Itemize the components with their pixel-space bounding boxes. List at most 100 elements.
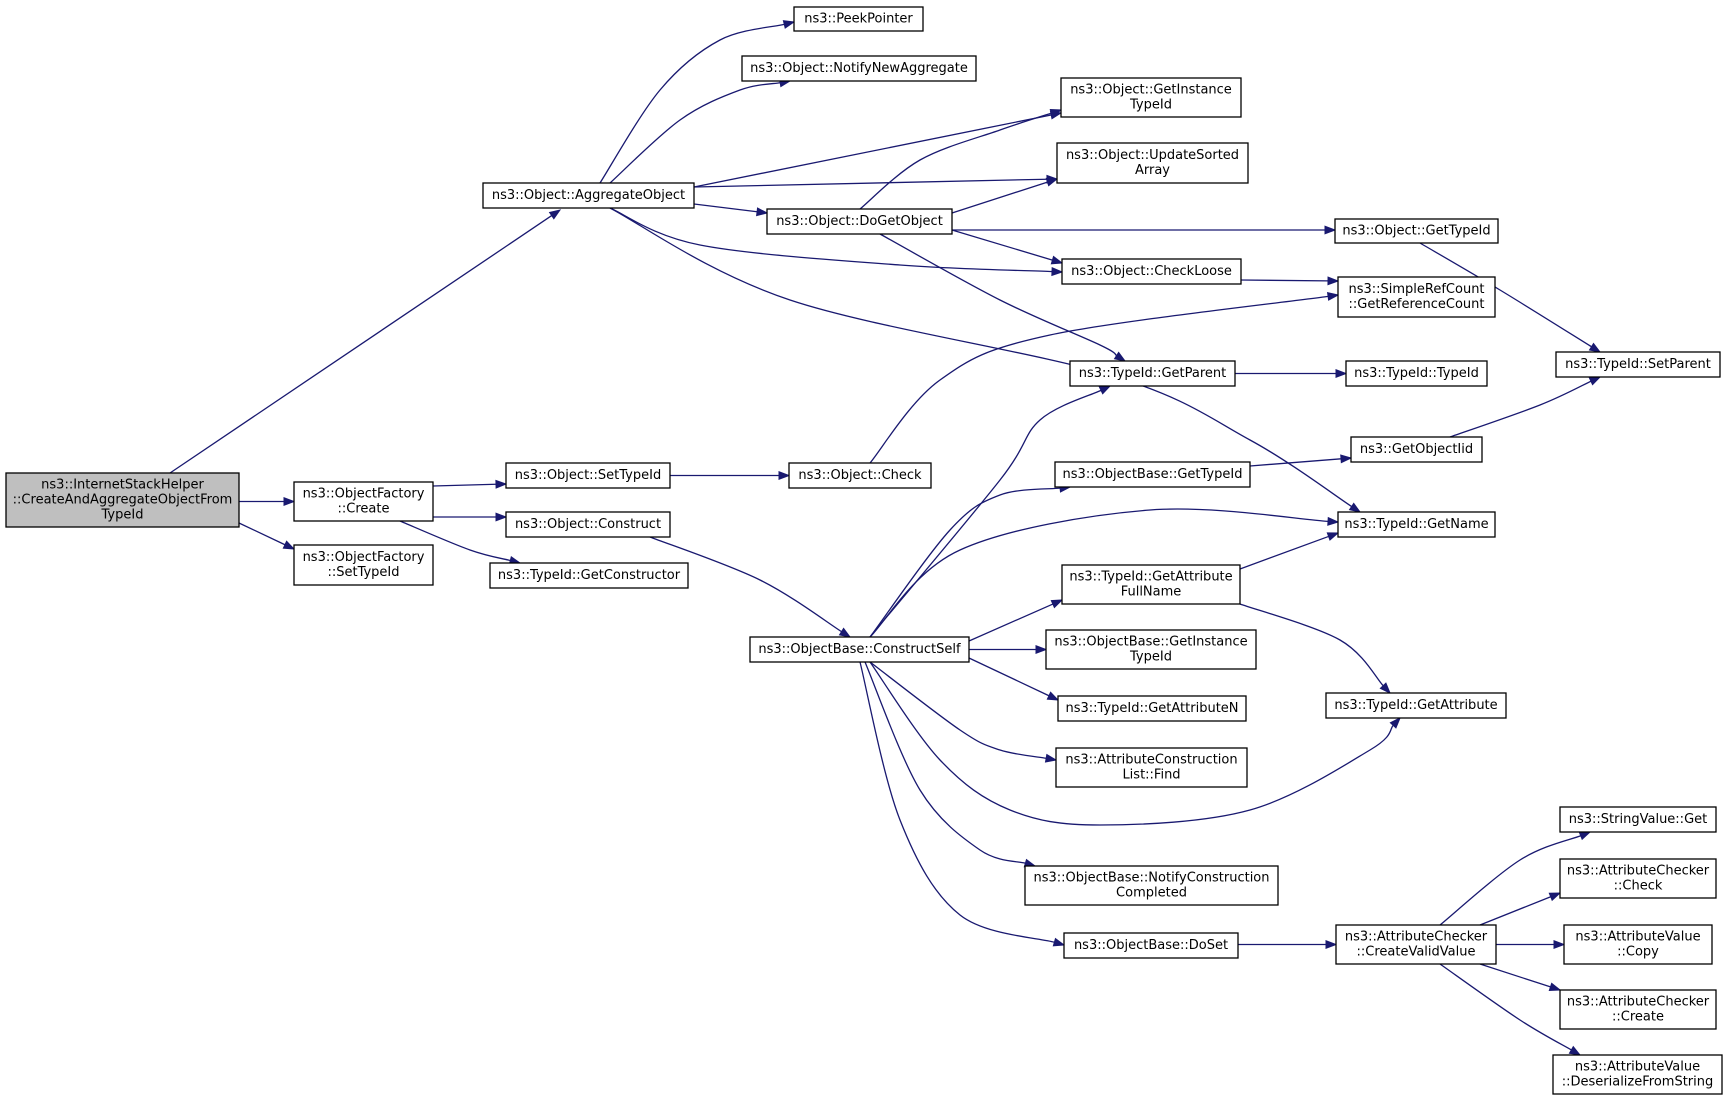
node-root[interactable]: ns3::InternetStackHelper::CreateAndAggre…: [5, 472, 240, 528]
node-box: [1337, 511, 1496, 538]
arrowhead-constructself-to-doset: [1052, 937, 1066, 947]
node-settypeid[interactable]: ns3::Object::SetTypeId: [505, 462, 671, 489]
node-getparent[interactable]: ns3::TypeId::GetParent: [1069, 360, 1236, 387]
node-label-line: Completed: [1116, 886, 1187, 901]
node-notifynewagg[interactable]: ns3::Object::NotifyNewAggregate: [741, 55, 977, 82]
edges-layer: [169, 20, 1602, 1056]
node-box: [1335, 924, 1497, 965]
node-createvalidvalue[interactable]: ns3::AttributeChecker::CreateValidValue: [1335, 924, 1497, 965]
node-box: [1045, 629, 1257, 670]
arrowhead-doset-to-createvalidvalue: [1325, 939, 1338, 950]
node-label-line: ::CreateValidValue: [1357, 945, 1476, 960]
arrowhead-getobjectiid-to-setparent: [1588, 376, 1602, 386]
node-label-line: TypeId: [101, 508, 144, 523]
node-label-line: ns3::InternetStackHelper: [41, 478, 204, 493]
edge-getattrfullname-to-getname: [1239, 535, 1329, 570]
node-box: [1559, 806, 1717, 833]
node-getrefcount[interactable]: ns3::SimpleRefCount::GetReferenceCount: [1337, 276, 1496, 318]
arrowhead-createvalidvalue-to-stringvalue_get: [1578, 831, 1592, 841]
node-label-line: ns3::AttributeConstruction: [1065, 753, 1237, 768]
edge-createvalidvalue-to-ac_check: [1479, 896, 1551, 926]
arrowhead-aggregate-to-peekpointer: [782, 20, 796, 29]
node-box: [1055, 747, 1248, 788]
node-dogetobject[interactable]: ns3::Object::DoGetObject: [766, 208, 953, 235]
node-getattribute[interactable]: ns3::TypeId::GetAttribute: [1325, 692, 1507, 719]
node-av_deserialize[interactable]: ns3::AttributeValue::DeserializeFromStri…: [1552, 1054, 1723, 1095]
node-label-line: ns3::SimpleRefCount: [1348, 282, 1484, 297]
node-box: [793, 6, 924, 32]
node-label-line: ns3::TypeId::GetAttributeN: [1065, 701, 1238, 716]
edge-aggregate-to-checkloose: [609, 207, 1053, 273]
node-label-line: ::GetReferenceCount: [1349, 297, 1485, 312]
node-check[interactable]: ns3::Object::Check: [788, 462, 932, 489]
node-notifyconstruction[interactable]: ns3::ObjectBase::NotifyConstructionCompl…: [1024, 865, 1279, 906]
node-label-line: ns3::Object::SetTypeId: [515, 468, 661, 483]
node-av_copy[interactable]: ns3::AttributeValue::Copy: [1563, 924, 1713, 965]
node-box: [5, 472, 240, 528]
edge-root-to-of_settypeid: [238, 522, 286, 546]
edge-construct-to-constructself: [649, 536, 842, 633]
node-label-line: ns3::Object::Construct: [515, 517, 661, 532]
edge-constructself-to-acl_find: [869, 661, 1047, 759]
arrowhead-constructself-to-getattrfullname: [1050, 599, 1064, 609]
edge-ob_gettypeid-to-getobjectiid: [1249, 458, 1342, 467]
edge-getobjectiid-to-setparent: [1449, 380, 1592, 438]
nodes-layer: ns3::InternetStackHelper::CreateAndAggre…: [5, 6, 1723, 1095]
node-getname[interactable]: ns3::TypeId::GetName: [1337, 511, 1496, 538]
edge-createvalidvalue-to-stringvalue_get: [1439, 835, 1581, 926]
node-label-line: ns3::TypeId::GetParent: [1079, 366, 1227, 381]
node-obj_gettypeid[interactable]: ns3::Object::GetTypeId: [1334, 218, 1499, 244]
arrowhead-getattrfullname-to-getattribute: [1379, 682, 1391, 695]
node-getconstructor[interactable]: ns3::TypeId::GetConstructor: [489, 562, 689, 589]
node-setparent[interactable]: ns3::TypeId::SetParent: [1555, 351, 1721, 378]
arrowhead-createvalidvalue-to-av_deserialize: [1568, 1045, 1582, 1056]
node-label-line: ::SetTypeId: [327, 565, 399, 580]
node-doset[interactable]: ns3::ObjectBase::DoSet: [1063, 932, 1239, 959]
arrowhead-constructself-to-getname: [1327, 516, 1340, 526]
node-box: [1056, 142, 1249, 184]
node-box: [1060, 77, 1242, 118]
arrowhead-obj_gettypeid-to-setparent: [1588, 342, 1602, 353]
node-getattributen[interactable]: ns3::TypeId::GetAttributeN: [1057, 695, 1247, 722]
node-box: [1057, 695, 1247, 722]
node-box: [1063, 932, 1239, 959]
node-label-line: ns3::AttributeChecker: [1345, 930, 1488, 945]
node-aggregate[interactable]: ns3::Object::AggregateObject: [482, 182, 695, 209]
node-construct[interactable]: ns3::Object::Construct: [505, 511, 671, 538]
arrowhead-of_create-to-construct: [495, 512, 508, 522]
node-checkloose[interactable]: ns3::Object::CheckLoose: [1061, 258, 1242, 285]
arrowhead-of_create-to-settypeid: [495, 479, 508, 489]
node-getobjectiid[interactable]: ns3::GetObjectIid: [1350, 436, 1483, 463]
node-typeid_typeid[interactable]: ns3::TypeId::TypeId: [1345, 360, 1488, 387]
edge-constructself-to-doset: [859, 661, 1055, 943]
node-of_create[interactable]: ns3::ObjectFactory::Create: [293, 481, 434, 522]
node-label-line: ns3::Object::CheckLoose: [1071, 264, 1232, 279]
node-label-line: List::Find: [1122, 768, 1180, 783]
arrowhead-dogetobject-to-updatesorted: [1045, 177, 1059, 187]
node-label-line: ns3::ObjectBase::DoSet: [1074, 938, 1228, 953]
node-label-line: ns3::GetObjectIid: [1360, 442, 1473, 457]
node-ac_create[interactable]: ns3::AttributeChecker::Create: [1559, 989, 1717, 1030]
arrowhead-ob_gettypeid-to-getobjectiid: [1340, 454, 1353, 464]
edge-constructself-to-getname: [869, 508, 1329, 638]
node-constructself[interactable]: ns3::ObjectBase::ConstructSelf: [749, 636, 970, 663]
node-ob_gettypeid[interactable]: ns3::ObjectBase::GetTypeId: [1054, 461, 1251, 488]
edge-of_create-to-getconstructor: [399, 520, 511, 562]
node-box: [505, 511, 671, 538]
node-label-line: ns3::TypeId::GetName: [1344, 517, 1488, 532]
edge-createvalidvalue-to-av_deserialize: [1439, 963, 1572, 1051]
node-box: [293, 481, 434, 522]
node-peekpointer[interactable]: ns3::PeekPointer: [793, 6, 924, 32]
arrowhead-createvalidvalue-to-av_copy: [1553, 939, 1566, 950]
arrowhead-aggregate-to-dogetobject: [756, 207, 769, 217]
node-box: [788, 462, 932, 489]
node-stringvalue_get[interactable]: ns3::StringValue::Get: [1559, 806, 1717, 833]
node-label-line: ns3::Object::UpdateSorted: [1066, 148, 1239, 163]
node-of_settypeid[interactable]: ns3::ObjectFactory::SetTypeId: [293, 544, 434, 586]
node-ac_check[interactable]: ns3::AttributeChecker::Check: [1559, 858, 1717, 899]
